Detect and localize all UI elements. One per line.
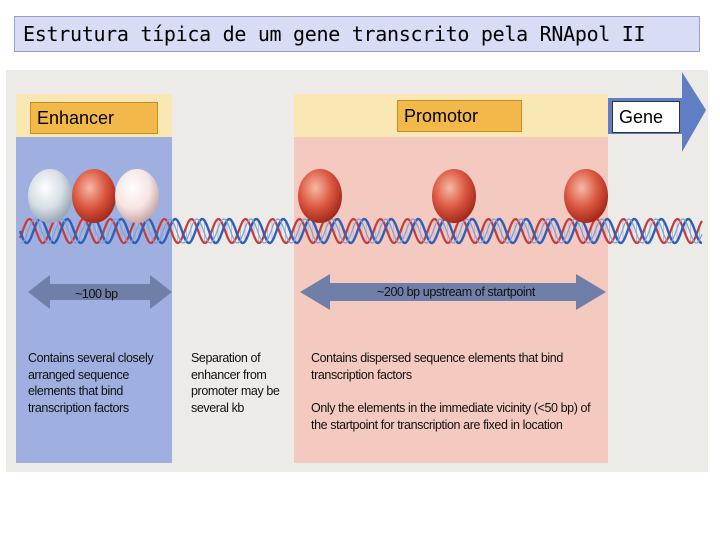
- slide-title: Estrutura típica de um gene transcrito p…: [23, 22, 646, 46]
- transcription-factor: [72, 169, 116, 223]
- dna-strand: [18, 217, 703, 245]
- dna-double-helix: [18, 217, 703, 245]
- enhancer-span-arrow: [28, 275, 172, 309]
- enhancer-label: Enhancer: [30, 102, 158, 134]
- promoter-label: Promotor: [397, 100, 522, 132]
- gene-label: Gene: [612, 101, 680, 133]
- transcription-factor: [115, 169, 159, 223]
- transcription-factor: [298, 169, 342, 223]
- transcription-factor: [564, 169, 608, 223]
- promoter-span-arrow: [300, 274, 606, 310]
- promoter-description: Contains dispersed sequence elements tha…: [311, 351, 563, 382]
- enhancer-span-label: ~100 bp: [75, 287, 118, 301]
- title-bar: Estrutura típica de um gene transcrito p…: [14, 16, 700, 52]
- promoter-startpoint-description: Only the elements in the immediate vicin…: [311, 401, 591, 432]
- dna-strand: [19, 218, 703, 244]
- enhancer-description: Contains several closely arranged sequen…: [28, 351, 154, 415]
- transcription-factor: [432, 169, 476, 223]
- separation-description: Separation of enhancer from promoter may…: [191, 351, 280, 415]
- transcription-factor: [28, 169, 72, 223]
- promoter-span-label: ~200 bp upstream of startpoint: [377, 285, 535, 299]
